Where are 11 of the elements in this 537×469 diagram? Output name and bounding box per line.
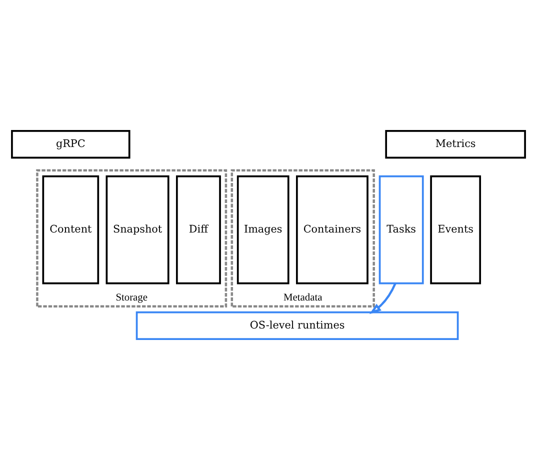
node-box: Containers	[296, 174, 368, 284]
arrow	[369, 282, 396, 314]
node-box: Images	[236, 174, 290, 284]
node-box: Content	[42, 174, 100, 284]
node-box: OS-level runtimes	[136, 310, 459, 340]
node-box: Metrics	[385, 130, 526, 158]
node-box: Events	[430, 174, 482, 284]
node-box: gRPC	[11, 130, 130, 158]
node-box: Tasks	[378, 174, 424, 284]
node-box: Diff	[176, 174, 221, 284]
node-box: Snapshot	[106, 174, 170, 284]
